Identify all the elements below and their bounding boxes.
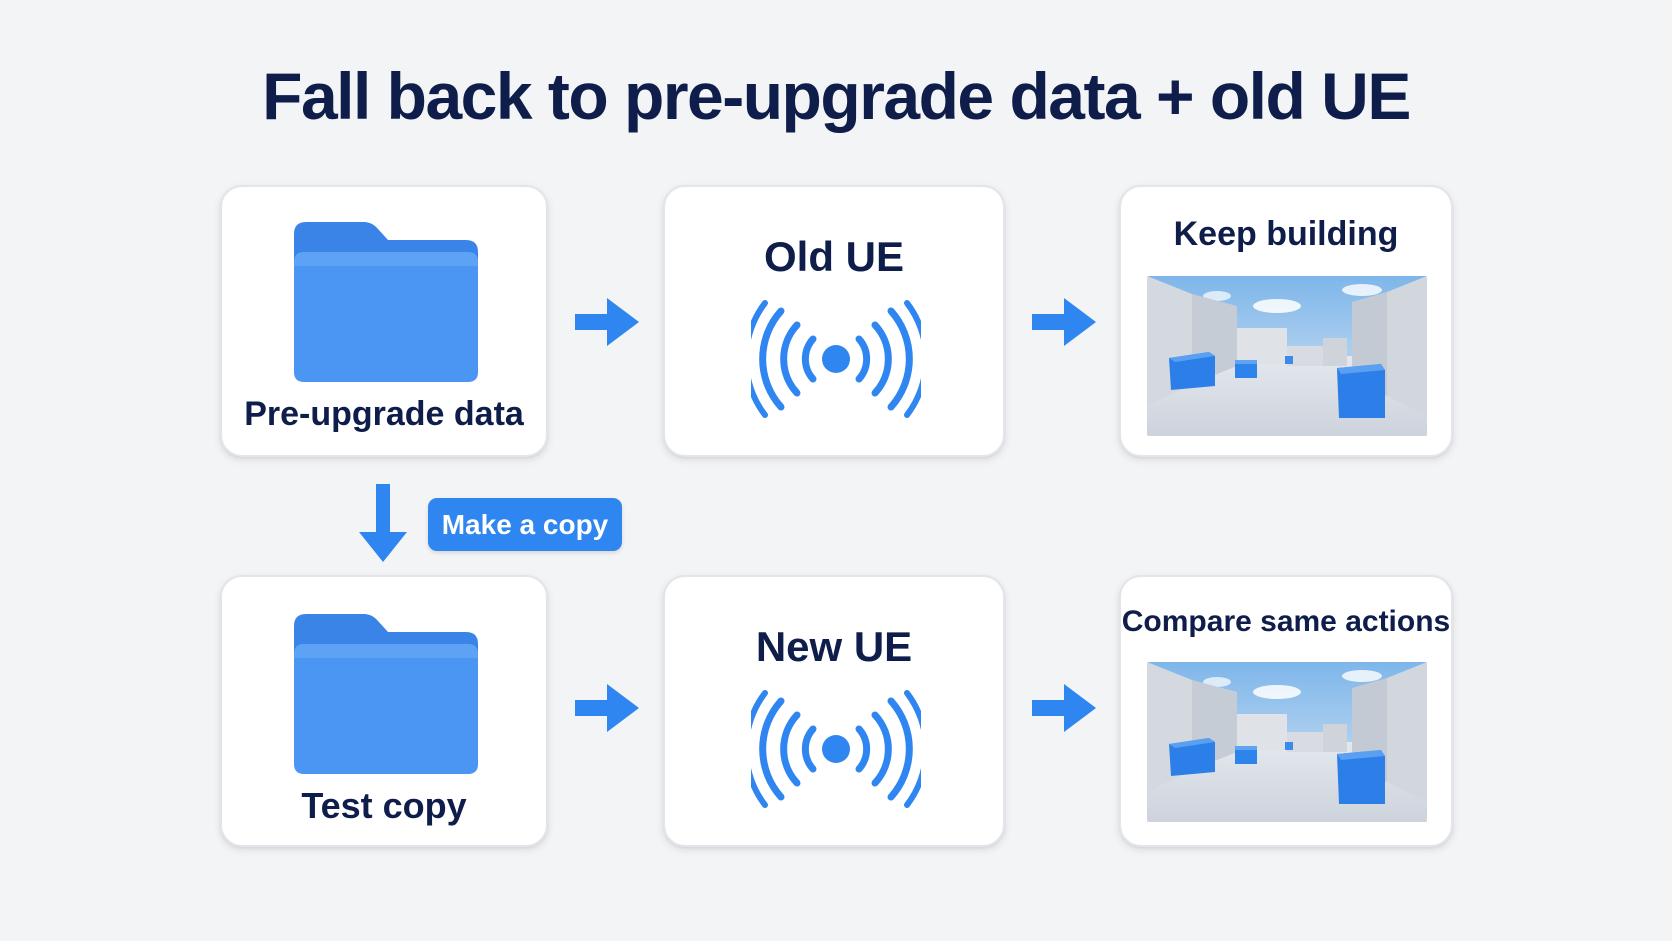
arrow-right-icon	[573, 682, 641, 734]
test-copy-label: Test copy	[301, 785, 467, 826]
pre-upgrade-data-label: Pre-upgrade data	[244, 395, 524, 433]
scene-preview	[1147, 662, 1427, 822]
compare-same-actions-card: Compare same actions	[1119, 575, 1453, 847]
arrow-down-icon	[357, 482, 409, 564]
test-copy-card: Test copy	[220, 575, 548, 847]
scene-preview	[1147, 276, 1427, 436]
keep-building-card: Keep building	[1119, 185, 1453, 457]
old-ue-card: Old UE	[663, 185, 1005, 457]
arrow-right-icon	[573, 296, 641, 348]
signal-icon	[751, 299, 921, 419]
keep-building-label: Keep building	[1173, 215, 1399, 253]
page-title: Fall back to pre-upgrade data + old UE	[262, 59, 1411, 133]
new-ue-label: New UE	[755, 623, 913, 670]
arrow-right-icon	[1030, 682, 1098, 734]
pre-upgrade-data-card: Pre-upgrade data	[220, 185, 548, 457]
folder-icon	[294, 614, 478, 774]
compare-same-actions-label: Compare same actions	[1121, 605, 1451, 638]
arrow-right-icon	[1030, 296, 1098, 348]
make-a-copy-badge: Make a copy	[428, 498, 622, 551]
new-ue-card: New UE	[663, 575, 1005, 847]
old-ue-label: Old UE	[763, 233, 904, 280]
folder-icon	[294, 222, 478, 382]
signal-icon	[751, 689, 921, 809]
